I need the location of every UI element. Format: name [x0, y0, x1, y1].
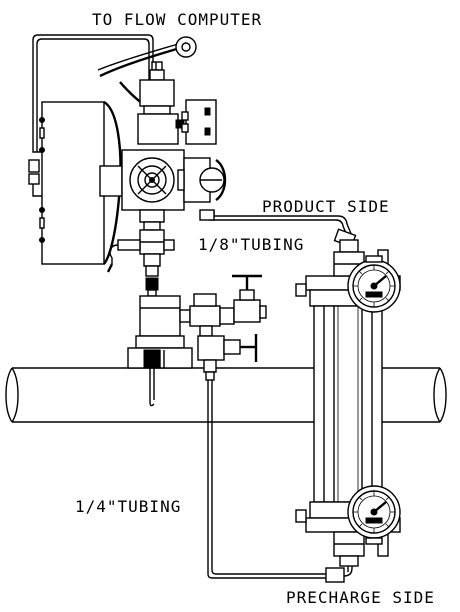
- solenoid-valve: [137, 61, 217, 145]
- label-product-side: PRODUCT SIDE: [262, 197, 390, 216]
- upper-needle-valve: [219, 274, 267, 325]
- lower-needle-valve: [197, 334, 258, 381]
- pump-body: [99, 149, 227, 231]
- pipe-insertion-probe: [127, 295, 193, 407]
- isolation-valve-stack: [106, 229, 175, 297]
- label-quarter-tubing: 1/4"TUBING: [75, 497, 181, 516]
- label-precharge-side: PRECHARGE SIDE: [286, 588, 435, 607]
- bottom-valve: [333, 531, 365, 567]
- pressure-gauge-icon: [347, 255, 401, 313]
- flow-computer-signal-line: [28, 34, 154, 197]
- pressure-gauge-icon: [347, 485, 401, 545]
- label-to-flow-computer: TO FLOW COMPUTER: [92, 10, 262, 29]
- precharge-side-tubing: [207, 380, 353, 583]
- tee-fitting: [179, 293, 221, 337]
- label-eighth-tubing: 1/8"TUBING: [198, 235, 304, 254]
